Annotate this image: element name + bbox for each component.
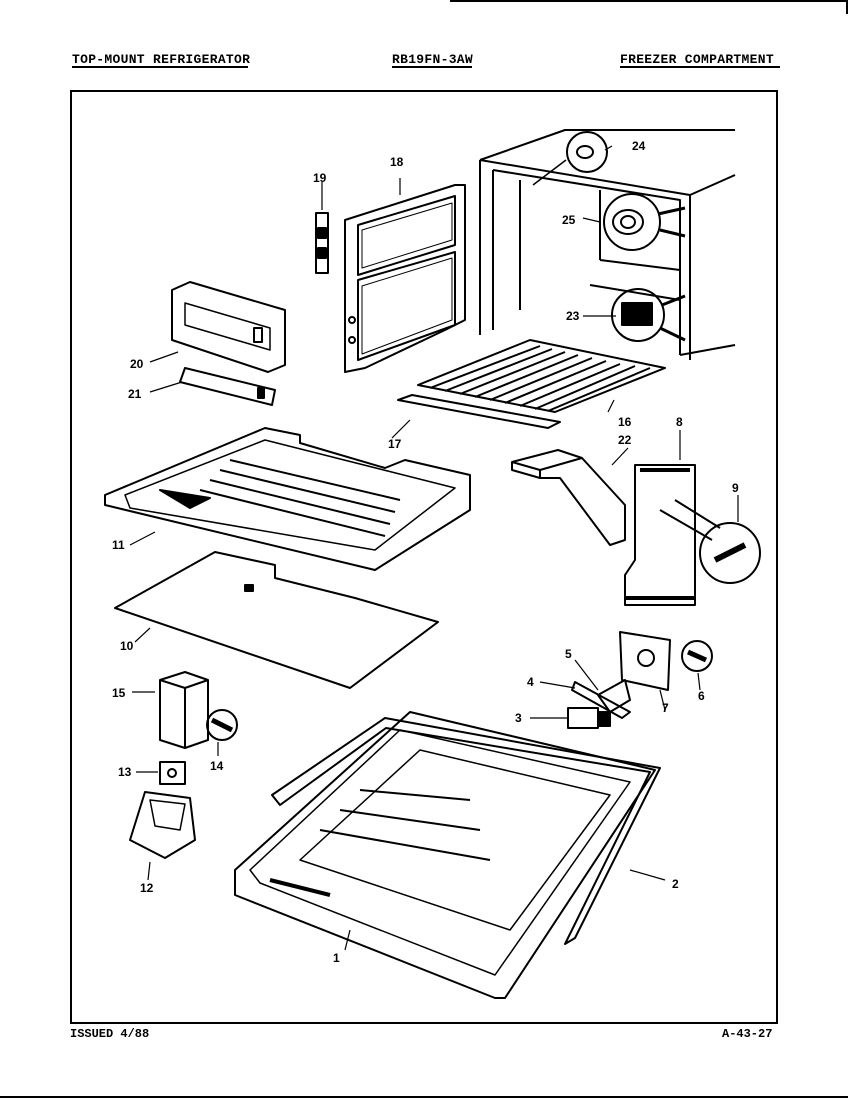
callout-3: 3 — [515, 711, 522, 725]
callout-22: 22 — [618, 433, 632, 447]
ice-bucket-part-12 — [129, 791, 196, 859]
header-underline-mid — [392, 66, 472, 68]
callout-9: 9 — [732, 481, 739, 495]
control-housing-part-20 — [171, 281, 286, 373]
leader-lines — [129, 145, 739, 951]
callout-6: 6 — [698, 689, 705, 703]
light-socket-part-24 — [532, 131, 608, 186]
fan-bracket-part-7 — [619, 631, 671, 691]
hinge-part-19 — [315, 212, 329, 274]
freezer-door-part-18 — [344, 184, 466, 373]
callout-7: 7 — [662, 701, 669, 715]
callout-1: 1 — [333, 951, 340, 965]
page-code: A-43-27 — [722, 1027, 773, 1041]
spring-part-14 — [206, 709, 238, 741]
shelf-rail-part-17 — [397, 394, 561, 429]
floor-pan-part-10 — [114, 551, 439, 689]
fan-blade-part-6 — [681, 640, 713, 672]
gasket-rail-part-2 — [271, 717, 661, 945]
base-pan-part-1 — [234, 711, 656, 999]
callout-25: 25 — [562, 213, 576, 227]
callout-16: 16 — [618, 415, 632, 429]
thermostat-part-23 — [611, 288, 686, 342]
header-title: TOP-MOUNT REFRIGERATOR — [72, 52, 251, 67]
callout-12: 12 — [140, 881, 154, 895]
callout-8: 8 — [676, 415, 683, 429]
air-duct-part-22 — [511, 449, 626, 546]
callout-10: 10 — [120, 639, 134, 653]
callout-20: 20 — [130, 357, 144, 371]
callout-4: 4 — [527, 675, 534, 689]
damper-control-part-9 — [659, 499, 761, 584]
callout-labels: 1 2 3 4 5 6 7 8 9 10 11 12 13 14 15 16 1… — [112, 139, 739, 965]
callout-11: 11 — [112, 538, 125, 552]
freezer-shelf-part-11 — [104, 427, 471, 571]
callout-23: 23 — [566, 309, 580, 323]
freezer-liner-cabinet — [479, 129, 736, 360]
ice-maker-housing-part-15 — [159, 671, 209, 749]
evaporator-cover-part-8 — [624, 464, 696, 606]
wire-shelf-part-16 — [417, 339, 666, 413]
callout-19: 19 — [313, 171, 327, 185]
bracket-part-13 — [159, 761, 186, 785]
header-underline-left — [72, 66, 248, 68]
fan-part-5 — [597, 679, 631, 713]
header-model: RB19FN-3AW — [392, 52, 474, 67]
callout-21: 21 — [128, 387, 142, 401]
callout-2: 2 — [672, 877, 679, 891]
header-underline-right — [620, 66, 780, 68]
callout-17: 17 — [388, 437, 402, 451]
light-bulb-part-25 — [603, 193, 686, 251]
bottom-border-rule — [0, 1096, 848, 1098]
fan-motor-part-3 — [567, 707, 611, 729]
callout-5: 5 — [565, 647, 572, 661]
issued-date: ISSUED 4/88 — [70, 1027, 150, 1041]
callout-15: 15 — [112, 686, 126, 700]
label-card-part-21 — [179, 367, 276, 406]
side-border-rule — [846, 0, 848, 14]
callout-24: 24 — [632, 139, 646, 153]
callout-14: 14 — [210, 759, 224, 773]
callout-18: 18 — [390, 155, 404, 169]
top-border-rule — [450, 0, 848, 2]
header-section: FREEZER COMPARTMENT — [620, 52, 774, 67]
diagram-frame — [70, 90, 778, 1024]
callout-13: 13 — [118, 765, 132, 779]
